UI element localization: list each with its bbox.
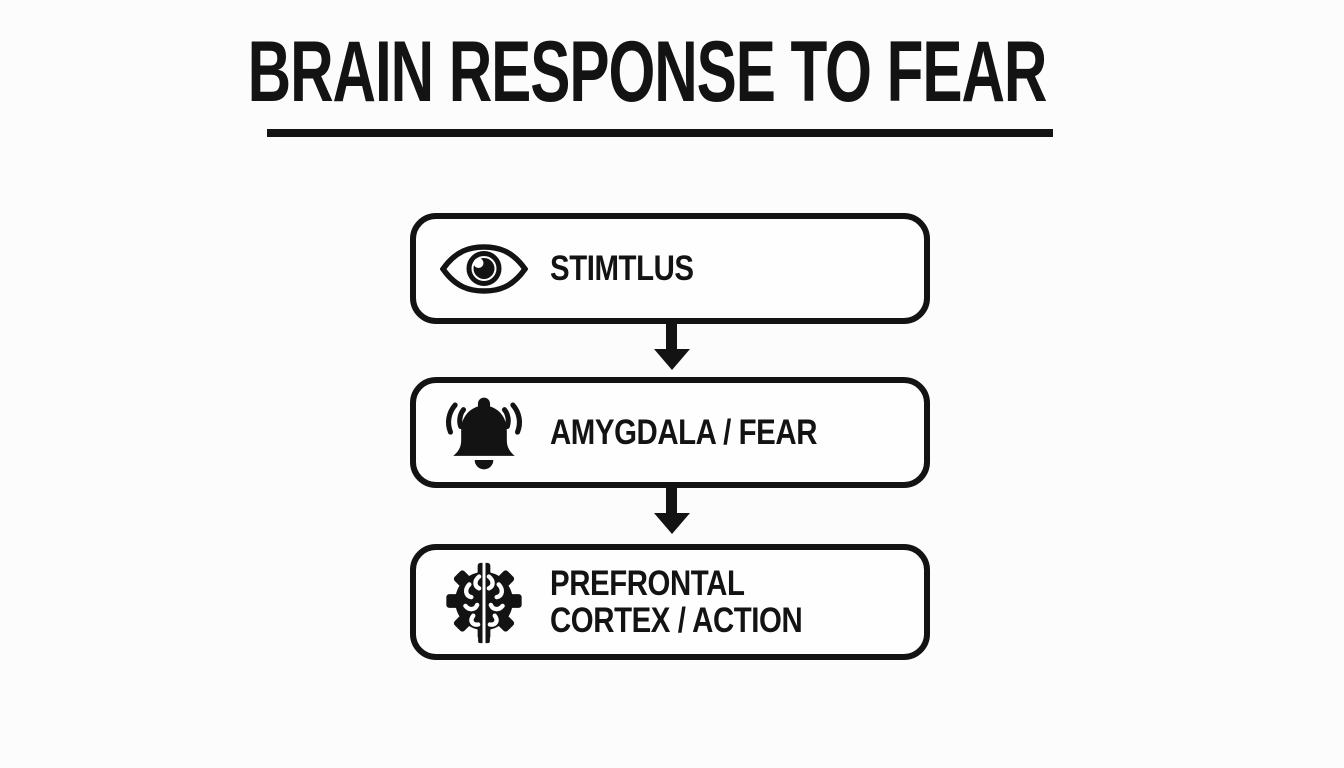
down-arrow-icon xyxy=(653,488,690,534)
eye-icon xyxy=(438,243,530,294)
brain-gear-icon xyxy=(438,557,530,647)
flow-step-label: PREFRONTAL CORTEX / ACTION xyxy=(550,564,803,640)
bell-icon xyxy=(438,392,530,474)
down-arrow-icon xyxy=(653,324,690,370)
flow-step-stimulus: STIMTLUS xyxy=(410,213,930,324)
flow-step-prefrontal: PREFRONTAL CORTEX / ACTION xyxy=(410,544,930,660)
title-underline xyxy=(267,129,1053,137)
flow-step-label: AMYGDALA / FEAR xyxy=(550,413,818,452)
flow-step-label: STIMTLUS xyxy=(550,249,694,288)
flow-step-amygdala: AMYGDALA / FEAR xyxy=(410,377,930,488)
page-title: BRAIN RESPONSE TO FEAR xyxy=(247,24,1048,120)
